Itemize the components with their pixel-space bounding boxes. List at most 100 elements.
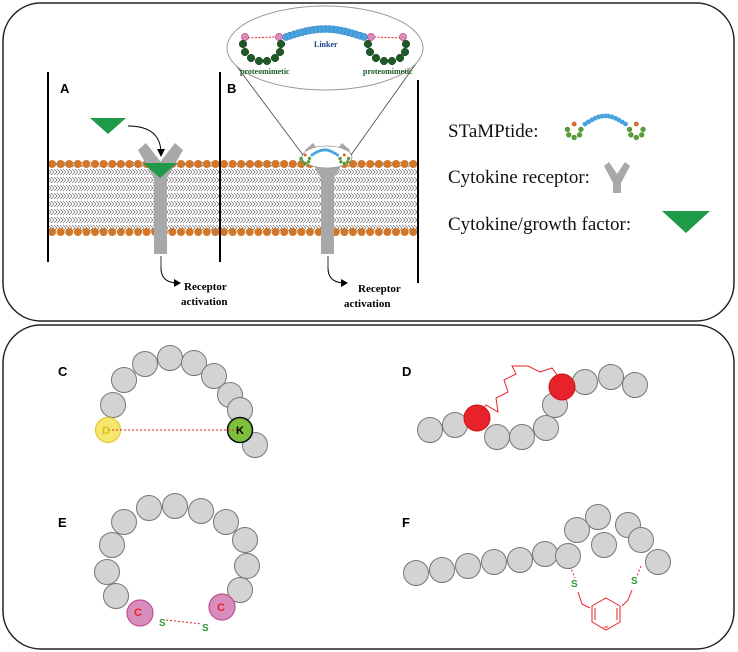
- residue: [136, 495, 162, 521]
- lipid-head: [82, 228, 91, 236]
- proteomimetic-residue: [379, 56, 389, 66]
- lipid-head: [297, 228, 306, 236]
- receptor-activation-a-line2: activation: [181, 296, 227, 308]
- lipid-head: [185, 228, 194, 236]
- residue: [111, 509, 137, 535]
- residue: [555, 543, 581, 569]
- residue: [572, 369, 598, 395]
- lipid-head: [48, 228, 56, 236]
- residue: [645, 549, 671, 575]
- residue-c2-label: C: [217, 602, 225, 614]
- residue: [509, 424, 535, 450]
- lipid-head: [306, 228, 314, 236]
- residue: [201, 363, 227, 389]
- lipid-head: [168, 228, 177, 236]
- panel-label-d: D: [402, 364, 411, 379]
- lipid-head: [91, 228, 99, 236]
- proteomimetic-residue: [246, 53, 256, 63]
- proteomimetic-right-label: proteomimetic: [363, 67, 413, 76]
- proteomimetic-residue: [338, 156, 342, 161]
- proteomimetic-residue: [395, 53, 405, 63]
- lipid-head: [271, 160, 280, 168]
- hydrocarbon-staple: [475, 365, 565, 419]
- lipid-head: [263, 160, 271, 168]
- receptor-activation-b-line2: activation: [344, 298, 390, 310]
- lipid-head: [357, 228, 366, 236]
- proteomimetic-residue: [299, 156, 303, 161]
- panel-label-c: C: [58, 364, 68, 379]
- peptide-e: [94, 493, 260, 627]
- residue: [585, 504, 611, 530]
- residue: [591, 532, 617, 558]
- lipid-head: [349, 228, 357, 236]
- residue: [188, 498, 214, 524]
- stamptide-inset: [226, 5, 424, 91]
- lipid-head: [400, 228, 409, 236]
- lipid-head: [383, 228, 392, 236]
- staple-residue: [571, 121, 577, 127]
- residue: [99, 532, 125, 558]
- lipid-head: [220, 160, 228, 168]
- legend: STaMPtide: Cytokine receptor: Cytokine/g…: [448, 113, 710, 235]
- proteomimetic-residue: [633, 134, 639, 141]
- lipid-head: [56, 160, 65, 168]
- lipid-head: [254, 228, 263, 236]
- residue: [532, 541, 558, 567]
- lipid-tails: [48, 162, 418, 232]
- bound-cytokine-icon: [143, 163, 177, 178]
- residue: [564, 517, 590, 543]
- residue: [132, 351, 158, 377]
- residue: [111, 367, 137, 393]
- arrow-head-icon: [157, 149, 165, 157]
- proteomimetic-residue: [270, 53, 280, 63]
- lipid-head: [125, 228, 134, 236]
- proteomimetic-residue: [400, 47, 410, 57]
- residue: [213, 509, 239, 535]
- lipid-head: [288, 228, 297, 236]
- staple-residue: [275, 33, 283, 41]
- top-panel: A B Receptor activation: [2, 2, 735, 322]
- linker-bead: [360, 33, 368, 41]
- residue-d-label: D: [102, 425, 110, 437]
- proteomimetic-residue: [238, 39, 248, 49]
- proteomimetic-residue: [566, 132, 572, 138]
- residue: [598, 364, 624, 390]
- residue-k: [226, 416, 254, 444]
- proteomimetic-residue: [254, 56, 264, 66]
- lipid-head: [73, 160, 82, 168]
- lipid-head: [271, 228, 280, 236]
- lipid-head: [245, 160, 254, 168]
- staple-residue: [367, 33, 375, 41]
- proteomimetic-residue: [342, 161, 346, 166]
- staple-residue: [399, 33, 407, 41]
- residue: [507, 547, 533, 573]
- lipid-head: [202, 160, 211, 168]
- legend-receptor-label: Cytokine receptor:: [448, 167, 590, 188]
- stamptide-icon: [564, 113, 646, 141]
- residue: [622, 372, 648, 398]
- lipid-head: [65, 160, 74, 168]
- proteomimetic-residue: [300, 160, 304, 164]
- proteomimetic-residue: [303, 161, 307, 166]
- linker-dash-right: [636, 565, 642, 577]
- residue: [455, 553, 481, 579]
- sulfur-e2: S: [202, 623, 209, 634]
- residue: [232, 527, 258, 553]
- sulfur-f1: S: [571, 579, 578, 590]
- lipid-head: [177, 228, 185, 236]
- lipid-head: [142, 228, 151, 236]
- stamptide-icon: [299, 148, 351, 166]
- lipid-head: [185, 160, 194, 168]
- linker-bead: [335, 153, 340, 157]
- proteomimetic-residue: [401, 39, 411, 49]
- proteomimetic-residue: [576, 132, 583, 138]
- legend-cytokine-label: Cytokine/growth factor:: [448, 214, 631, 235]
- staple-residue: [303, 153, 307, 157]
- stamptide-detail: [238, 25, 411, 66]
- benzene-ring-icon: [591, 597, 621, 631]
- proteomimetic-residue: [275, 47, 285, 57]
- lipid-head: [280, 160, 289, 168]
- lipid-head: [263, 228, 271, 236]
- lipid-head: [349, 160, 357, 168]
